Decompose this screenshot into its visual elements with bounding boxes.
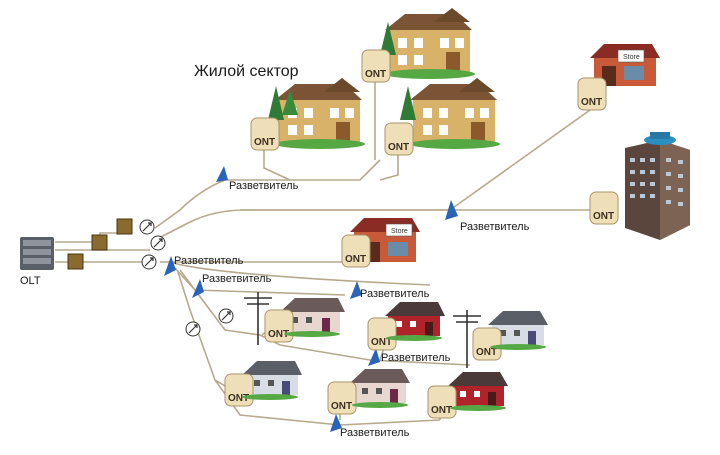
house-icon xyxy=(268,78,365,149)
office-building-icon xyxy=(625,132,690,240)
splitter-label: Разветвитель xyxy=(340,427,410,439)
olt-label: OLT xyxy=(20,275,41,287)
splitter-label: Разветвитель xyxy=(174,255,244,267)
splitter-label: Разветвитель xyxy=(360,288,430,300)
residential-sector-label: Жилой сектор xyxy=(194,63,299,80)
splitter-label: Разветвитель xyxy=(202,273,272,285)
olt-rack-icon xyxy=(20,237,54,270)
ont-labels: ONT ONT ONT ONT ONT ONT ONT ONT ONT ONT … xyxy=(228,69,614,416)
ont-label: ONT xyxy=(431,405,452,416)
splitter-label: Разветвитель xyxy=(381,352,451,364)
utility-pole-icon xyxy=(453,310,481,368)
house-icon xyxy=(488,311,548,345)
ont-label: ONT xyxy=(581,97,602,108)
splitter-label: Разветвитель xyxy=(460,221,530,233)
ont-label: ONT xyxy=(345,254,366,265)
splitter-arrow-icon xyxy=(164,166,458,432)
ont-label: ONT xyxy=(228,393,249,404)
coupler-arrows xyxy=(142,222,231,334)
grass-patches xyxy=(242,331,546,411)
house-icon xyxy=(385,302,445,336)
store-sign-text: Store xyxy=(391,228,408,235)
ont-label: ONT xyxy=(268,329,289,340)
ont-label: ONT xyxy=(371,337,392,348)
house-icon xyxy=(400,78,500,149)
store-sign-text: Store xyxy=(623,54,640,61)
ont-label: ONT xyxy=(476,347,497,358)
splitter-label: Разветвитель xyxy=(229,180,299,192)
house-icon xyxy=(380,8,475,79)
amplifier-box-icon xyxy=(67,218,133,270)
ont-label: ONT xyxy=(254,137,275,148)
ont-label: ONT xyxy=(593,211,614,222)
house-icon xyxy=(350,369,410,403)
house-icon xyxy=(242,361,302,395)
ont-label: ONT xyxy=(331,401,352,412)
house-icon xyxy=(280,298,345,332)
house-icon xyxy=(448,372,508,406)
ont-devices xyxy=(224,49,619,419)
ont-label: ONT xyxy=(365,69,386,80)
utility-pole-icon xyxy=(244,292,272,345)
ont-label: ONT xyxy=(388,142,409,153)
